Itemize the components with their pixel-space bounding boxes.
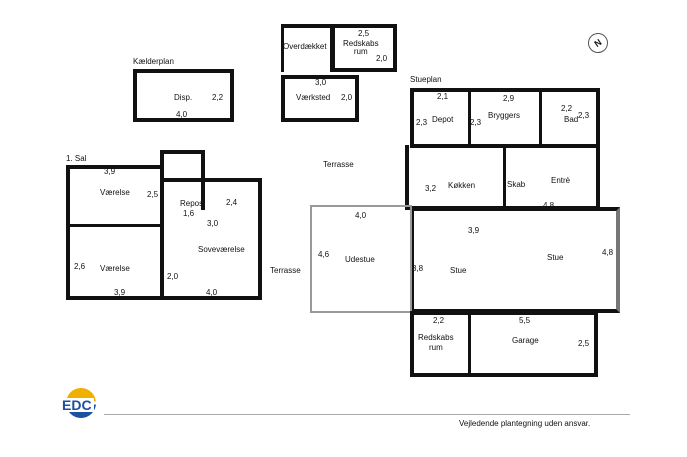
room-covered: Overdækket: [283, 42, 327, 51]
first-floor-label: 1. Sal: [66, 154, 87, 163]
room-vaerelse-2: Værelse: [100, 264, 130, 273]
dim: 2,2: [212, 93, 224, 102]
dim: 4,6: [318, 250, 330, 259]
dim: 3,8: [412, 264, 424, 273]
dim: 2,2: [561, 104, 573, 113]
dim: 3,2: [425, 184, 437, 193]
dim: 2,0: [376, 54, 388, 63]
room-entre: Entrè: [551, 176, 571, 185]
wall: [539, 88, 542, 146]
dim: 5,5: [519, 316, 531, 325]
dim: 4,0: [355, 211, 367, 220]
dim: 2,9: [503, 94, 515, 103]
label-terrasse-1: Terrasse: [323, 160, 354, 169]
edc-logo: EDC: [60, 388, 102, 428]
dim: 2,0: [341, 93, 353, 102]
first-left-walls: [66, 165, 164, 300]
label-terrasse-2: Terrasse: [270, 266, 301, 275]
room-redskabsrum: Redskabs: [418, 333, 454, 342]
dim: 1,6: [183, 209, 195, 218]
dim: 2,3: [578, 111, 590, 120]
room-disp: Disp.: [174, 93, 193, 102]
living-walls: [410, 207, 620, 313]
room-workshop: Værksted: [296, 93, 331, 102]
room-bad: Bad: [564, 115, 579, 124]
logo-text: EDC: [60, 397, 94, 413]
wall: [468, 88, 471, 146]
room-shed: Redskabs rum: [343, 39, 379, 56]
dim: 4,8: [602, 248, 614, 257]
dim: 2,0: [167, 272, 179, 281]
dim: 2,3: [416, 118, 428, 127]
room-repos: Repos: [180, 199, 204, 208]
room-garage: Garage: [512, 336, 539, 345]
bedroom-walls: [160, 178, 262, 300]
compass-north-icon: N: [592, 37, 604, 49]
room-stue-2: Stue: [547, 253, 564, 262]
basement-label: Kælderplan: [133, 57, 174, 66]
dim: 2,5: [578, 339, 590, 348]
basement-walls: [133, 69, 234, 122]
wall: [503, 145, 506, 210]
shed-walls: [331, 24, 397, 72]
room-kokken: Køkken: [448, 181, 476, 190]
dim: 2,1: [437, 92, 449, 101]
dim: 3,0: [207, 219, 219, 228]
dim: 2,4: [226, 198, 238, 207]
dim: 4,0: [176, 110, 188, 119]
dim: 4,8: [543, 201, 555, 210]
dim: 3,9: [468, 226, 480, 235]
dim: 4,0: [206, 288, 218, 297]
wall: [66, 224, 164, 227]
room-vaerelse-1: Værelse: [100, 188, 130, 197]
room-skab: Skab: [507, 180, 526, 189]
wall: [468, 311, 471, 377]
room-stue-1: Stue: [450, 266, 467, 275]
dim: 2,5: [147, 190, 159, 199]
garage-walls: [410, 311, 598, 377]
dim: 3,9: [104, 167, 116, 176]
disclaimer: Vejledende plantegning uden ansvar.: [459, 419, 591, 428]
room-redskabsrum-2: rum: [429, 343, 443, 352]
workshop-walls: [281, 75, 359, 122]
dim: 2,2: [433, 316, 445, 325]
footer-divider: [104, 414, 630, 415]
compass: N: [584, 29, 612, 57]
room-sovevaerelse: Soveværelse: [198, 245, 245, 254]
room-bryggers: Bryggers: [488, 111, 521, 120]
sunroom-walls: [310, 205, 412, 313]
room-depot: Depot: [432, 115, 454, 124]
dim: 3,9: [114, 288, 126, 297]
dim: 2,3: [470, 118, 482, 127]
room-udestue: Udestue: [345, 255, 375, 264]
dim: 3,0: [315, 78, 327, 87]
dim: 2,5: [358, 29, 370, 38]
dim: 2,6: [74, 262, 86, 271]
ground-floor-label: Stueplan: [410, 75, 442, 84]
